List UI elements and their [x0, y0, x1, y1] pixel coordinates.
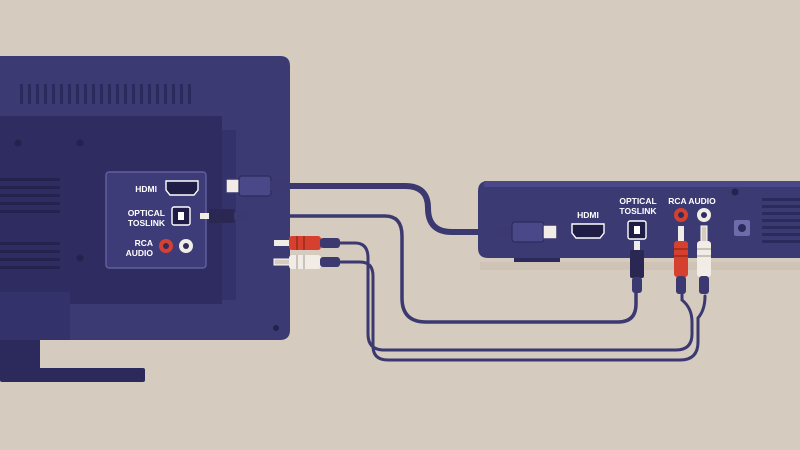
tv-hdmi-label: HDMI: [135, 184, 157, 194]
cables: [246, 183, 707, 362]
receiver-hdmi-port[interactable]: [571, 223, 605, 239]
receiver-plugs: [496, 221, 711, 294]
tv-hdmi-plug[interactable]: [225, 175, 288, 197]
tv-screw: [273, 325, 279, 331]
receiver-optical-label-1: OPTICAL: [619, 196, 656, 206]
tv-rca-port-red-hole: [163, 243, 169, 249]
receiver-hdmi-plug[interactable]: [496, 221, 558, 243]
rca-cable-white: [338, 260, 707, 362]
receiver-optical-label-2: TOSLINK: [619, 206, 657, 216]
tv-rca-label-2: AUDIO: [126, 248, 154, 258]
receiver-rca-port-red-hole: [678, 212, 684, 218]
receiver-power-jack-hole: [738, 224, 746, 232]
receiver-hdmi-label: HDMI: [577, 210, 599, 220]
rca-cable-red: [338, 241, 694, 352]
tv-optical-port-inner: [178, 212, 184, 220]
receiver-rca-label: RCA AUDIO: [668, 196, 716, 206]
receiver-optical-port-inner: [634, 226, 640, 234]
tv-rca-port-white-hole: [183, 243, 189, 249]
receiver-vent: [762, 198, 800, 243]
receiver-top-edge: [484, 181, 800, 187]
tv-optical-label-1: OPTICAL: [128, 208, 165, 218]
tv-screw: [14, 139, 22, 147]
optical-cable: [246, 214, 638, 324]
tv-screw: [76, 139, 84, 147]
tv-optical-label-2: TOSLINK: [128, 218, 166, 228]
tv-stand-base: [0, 368, 145, 382]
hdmi-cable: [285, 183, 501, 235]
receiver-rca-port-white-hole: [701, 212, 707, 218]
tv-bottom-ledge: [0, 292, 70, 340]
tv-optical-plug[interactable]: [200, 209, 250, 223]
tv-plugs: [200, 175, 340, 269]
tv-side-vent: [0, 178, 60, 269]
tv-screw: [76, 254, 84, 262]
receiver-body: [478, 181, 800, 258]
tv-top-vent: [20, 84, 191, 104]
receiver-screw: [731, 188, 739, 196]
tv-rca-plug-red[interactable]: [274, 236, 340, 250]
television: HDMI OPTICAL TOSLINK RCA AUDIO: [0, 56, 290, 382]
receiver-rca-plug-white[interactable]: [697, 225, 711, 294]
receiver-optical-plug[interactable]: [630, 241, 644, 293]
tv-stand-neck: [0, 336, 40, 372]
tv-hdmi-port[interactable]: [165, 180, 199, 196]
tv-rca-label-1: RCA: [135, 238, 153, 248]
tv-rca-plug-white[interactable]: [273, 255, 340, 269]
receiver-rca-plug-red[interactable]: [674, 226, 688, 294]
